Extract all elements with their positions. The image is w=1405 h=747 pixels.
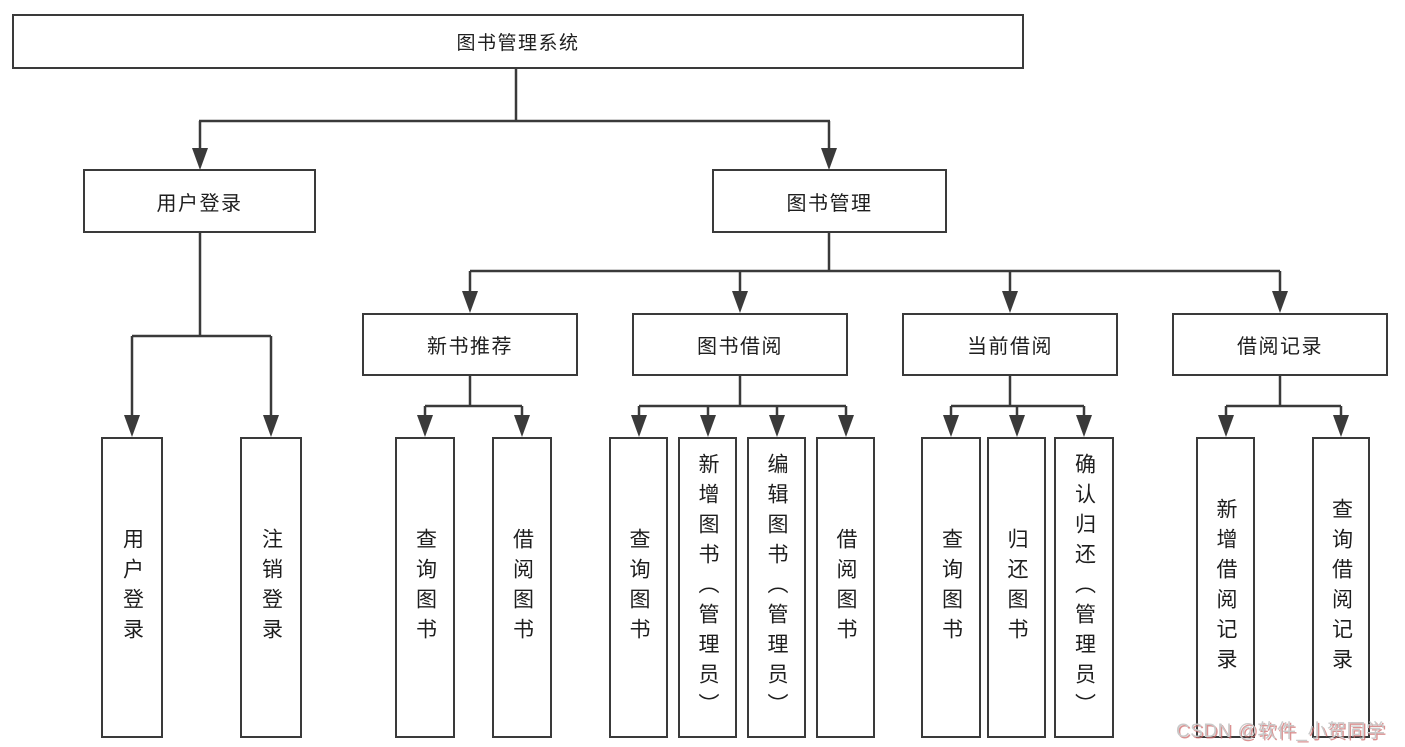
leaf-edit-book-admin: 编辑图书（管理员）: [747, 437, 806, 738]
node-user-login: 用户登录: [83, 169, 316, 233]
leaf-add-book-admin: 新增图书（管理员）: [678, 437, 737, 738]
node-new-book-recommend: 新书推荐: [362, 313, 578, 376]
leaf-borrow-book-label: 借阅图书: [834, 527, 857, 648]
leaf-query-book-recommend-label: 查询图书: [413, 527, 437, 648]
leaf-query-book-borrow-label: 查询图书: [627, 527, 650, 648]
leaf-user-login-label: 用户登录: [120, 527, 144, 648]
leaf-return-book-label: 归还图书: [1005, 527, 1028, 648]
leaf-confirm-return-admin-label: 确认归还（管理员）: [1072, 452, 1096, 723]
node-borrow-records: 借阅记录: [1172, 313, 1388, 376]
leaf-add-borrow-record-label: 新增借阅记录: [1214, 497, 1237, 678]
leaf-borrow-book-recommend-label: 借阅图书: [510, 527, 534, 648]
node-root-label: 图书管理系统: [456, 33, 580, 54]
leaf-add-borrow-record: 新增借阅记录: [1196, 437, 1255, 738]
node-user-login-label: 用户登录: [156, 192, 243, 215]
leaf-borrow-book-recommend: 借阅图书: [492, 437, 552, 738]
leaf-logout-login-label: 注销登录: [259, 527, 283, 648]
leaf-confirm-return-admin: 确认归还（管理员）: [1054, 437, 1114, 738]
leaf-borrow-book: 借阅图书: [816, 437, 875, 738]
node-root: 图书管理系统: [12, 14, 1024, 69]
leaf-query-book-recommend: 查询图书: [395, 437, 455, 738]
leaf-edit-book-admin-label: 编辑图书（管理员）: [765, 452, 788, 723]
leaf-query-book-borrow: 查询图书: [609, 437, 668, 738]
leaf-logout-login: 注销登录: [240, 437, 302, 738]
node-current-borrow: 当前借阅: [902, 313, 1118, 376]
node-book-borrow-label: 图书借阅: [697, 336, 783, 358]
leaf-user-login: 用户登录: [101, 437, 163, 738]
leaf-query-book-current-label: 查询图书: [939, 527, 963, 648]
node-current-borrow-label: 当前借阅: [967, 336, 1053, 358]
node-new-book-recommend-label: 新书推荐: [427, 336, 513, 358]
node-book-borrow: 图书借阅: [632, 313, 848, 376]
node-borrow-records-label: 借阅记录: [1237, 336, 1323, 358]
arrowheads: [124, 148, 1349, 437]
csdn-watermark: CSDN @软件_小贺同学: [1176, 721, 1386, 742]
leaf-add-book-admin-label: 新增图书（管理员）: [696, 452, 719, 723]
leaf-query-borrow-record: 查询借阅记录: [1312, 437, 1370, 738]
node-book-management: 图书管理: [712, 169, 947, 233]
node-book-management-label: 图书管理: [786, 192, 873, 215]
leaf-query-book-current: 查询图书: [921, 437, 981, 738]
leaf-query-borrow-record-label: 查询借阅记录: [1329, 497, 1353, 678]
leaf-return-book: 归还图书: [987, 437, 1046, 738]
